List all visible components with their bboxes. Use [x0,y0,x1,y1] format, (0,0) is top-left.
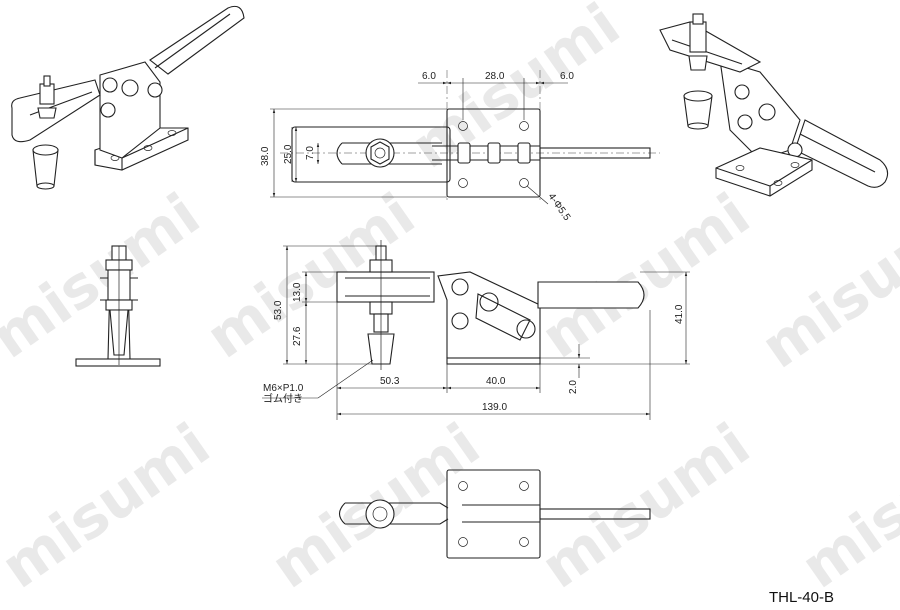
isometric-view-left [11,5,245,190]
dim-label: 40.0 [486,376,506,387]
top-view: 6.0 28.0 6.0 38.0 25.0 7.0 4-Φ5.5 [260,70,660,223]
dim-label: 53.0 [273,300,284,320]
part-code-label: THL-40-B [768,589,834,606]
dim-label: 28.0 [485,71,505,82]
watermark: misumi [749,190,900,381]
dim-label: 6.0 [422,71,436,82]
dim-label: 50.3 [380,376,400,387]
isometric-view-right [659,13,889,197]
side-view [75,245,161,367]
watermark: misumi [0,180,212,371]
dim-label: 2.0 [568,380,579,394]
watermark: misumi [399,0,632,181]
watermark: misumi [0,410,222,601]
rubber-tip-note: ゴム付き [263,392,303,405]
dim-label: 27.6 [292,326,303,346]
dim-label: 7.0 [305,146,316,160]
watermark: misumi [529,410,762,601]
dim-label: 38.0 [260,146,271,166]
dim-label: 139.0 [482,402,507,413]
dim-label: 41.0 [674,304,685,324]
dim-label: 25.0 [283,144,294,164]
front-view: 53.0 13.0 27.6 41.0 50.3 40.0 139.0 2.0 … [262,240,690,420]
dim-label: 6.0 [560,71,574,82]
dim-label: 13.0 [292,282,303,302]
bottom-view [338,469,651,559]
thread-note: M6×P1.0 [263,383,304,394]
watermark: misumi [789,410,900,601]
dim-label: 4-Φ5.5 [546,191,573,223]
